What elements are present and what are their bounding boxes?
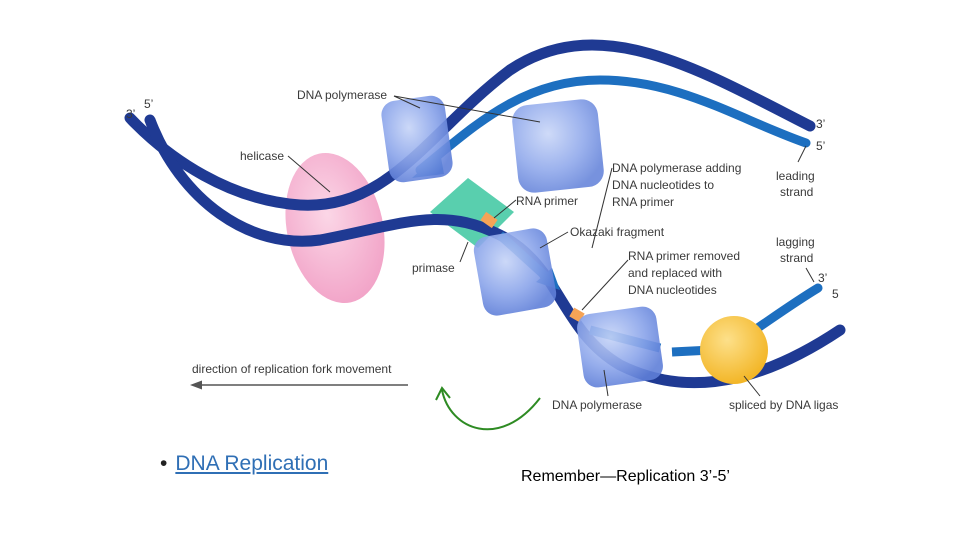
- label-fork-direction: direction of replication fork movement: [192, 362, 392, 376]
- rna-primer-1: [480, 211, 498, 229]
- label-polymerase-adding-3: RNA primer: [612, 195, 674, 209]
- label-polymerase-adding-2: DNA nucleotides to: [612, 178, 714, 192]
- label-dna-polymerase-top: DNA polymerase: [297, 88, 387, 102]
- bullet-marker: •: [160, 452, 168, 475]
- label-dna-polymerase-bottom: DNA polymerase: [552, 398, 642, 412]
- dna-polymerase-top-right: [512, 99, 604, 193]
- dna-polymerase-bottom: [577, 306, 663, 388]
- label-leading-1: leading: [776, 169, 815, 183]
- label-lagging-1: lagging: [776, 235, 815, 249]
- label-primer-removed-3: DNA nucleotides: [628, 283, 717, 297]
- label-right-lag-3: 3’: [818, 271, 827, 285]
- label-okazaki-fragment: Okazaki fragment: [570, 225, 665, 239]
- replication-caption: Remember—Replication 3’-5’: [521, 468, 730, 485]
- leader-lines: [287, 95, 815, 397]
- label-right-top-3: 3’: [816, 117, 825, 131]
- label-ligase: spliced by DNA ligas: [729, 398, 838, 412]
- label-left-3: 3’: [126, 107, 135, 121]
- label-right-top-5: 5’: [816, 139, 825, 153]
- curved-annotation-arrow: [441, 389, 541, 431]
- label-primer-removed-1: RNA primer removed: [628, 249, 740, 263]
- dna-ligase-shape: [700, 316, 768, 384]
- label-helicase: helicase: [240, 149, 284, 163]
- label-primer-removed-2: and replaced with: [628, 266, 722, 280]
- curved-annotation-arrowhead: [435, 386, 451, 401]
- leading-new-strand: [415, 75, 811, 175]
- label-leading-2: strand: [780, 185, 813, 199]
- dna-polymerase-top-left: [381, 95, 453, 183]
- bullet-item: • DNA Replication: [160, 452, 328, 476]
- label-left-5: 5’: [144, 97, 153, 111]
- label-lagging-2: strand: [780, 251, 813, 265]
- label-polymerase-adding-1: DNA polymerase adding: [612, 161, 741, 175]
- label-rna-primer: RNA primer: [516, 194, 578, 208]
- label-primase: primase: [412, 261, 455, 275]
- dna-polymerase-middle: [473, 228, 557, 316]
- label-right-lag-5: 5: [832, 287, 839, 301]
- dna-replication-link[interactable]: DNA Replication: [175, 452, 329, 475]
